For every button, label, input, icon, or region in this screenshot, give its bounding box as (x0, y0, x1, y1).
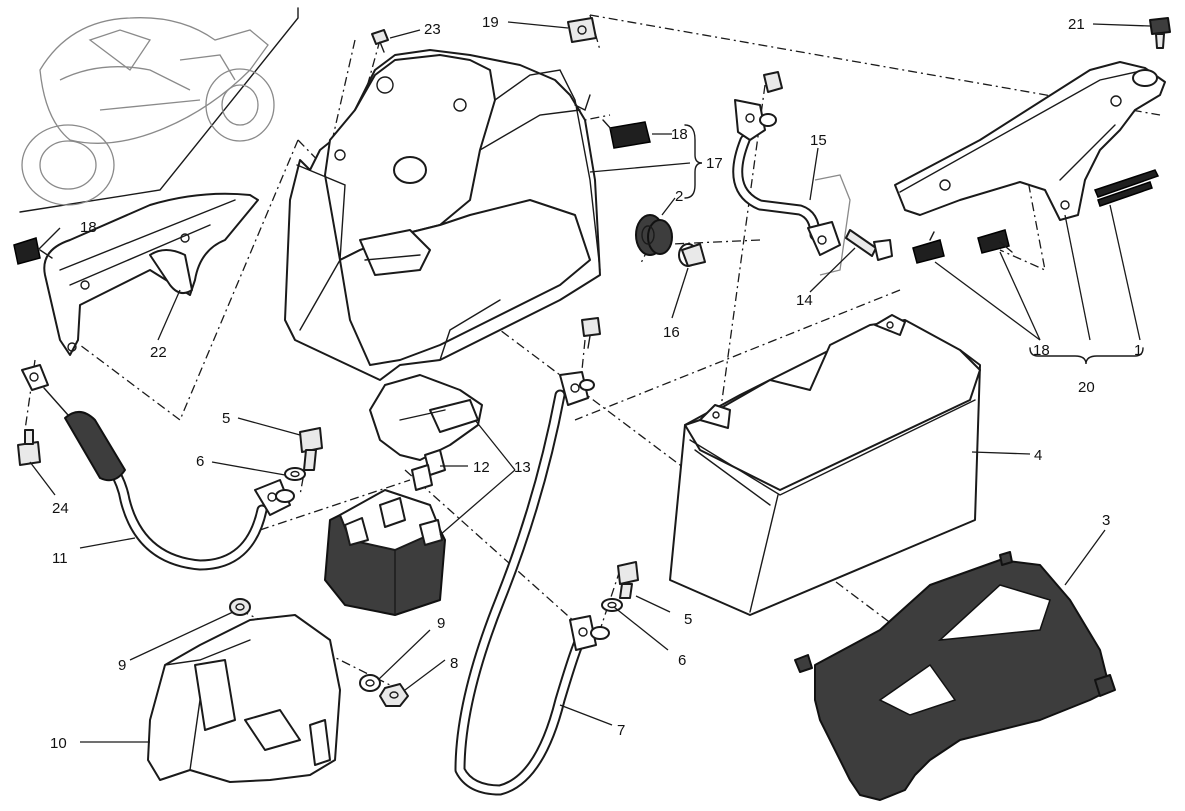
callout-13: 13 (514, 459, 531, 476)
grommet-part-9-left (229, 598, 251, 616)
callout-19: 19 (482, 14, 499, 31)
callout-8: 8 (450, 655, 458, 672)
bracket-part-22 (43, 192, 259, 356)
bolt-part-5-left (299, 427, 323, 471)
screw-part-21 (1149, 17, 1171, 49)
callout-4: 4 (1034, 447, 1042, 464)
starter-relay (324, 489, 446, 616)
screw-top-cable-7 (579, 317, 601, 391)
callout-11: 11 (52, 550, 68, 567)
leader-lines (29, 21, 1151, 743)
positive-cable-part-7 (454, 371, 597, 796)
screw-part-24 (17, 429, 41, 466)
washer-part-6-right (590, 598, 623, 640)
callout-18-right: 18 (1033, 342, 1050, 359)
fuse-part-12 (411, 449, 446, 491)
callout-20: 20 (1078, 379, 1095, 396)
callout-6-left: 6 (196, 453, 204, 470)
screw-top-of-cable (759, 71, 783, 127)
nut-part-8 (379, 683, 409, 707)
battery-tray-part-17 (284, 49, 601, 381)
rubber-pad-part-18-left (13, 237, 53, 265)
callout-6-right: 6 (678, 652, 686, 669)
callout-7: 7 (617, 722, 625, 739)
callout-22: 22 (150, 344, 167, 361)
clip-nut-part-19 (567, 17, 597, 43)
hold-down-bracket-part-20 (894, 61, 1166, 221)
solenoid-cover-part-13 (369, 374, 483, 461)
bolt-part-5-right (617, 561, 639, 599)
callout-12: 12 (473, 459, 490, 476)
battery-part-4 (669, 314, 981, 616)
screw-part-23 (371, 29, 389, 53)
callout-labels: 23 19 18 17 2 15 16 14 21 18 1 20 4 3 18… (50, 14, 1142, 752)
battery-support-part-3 (794, 551, 1116, 801)
callout-9-left: 9 (118, 657, 126, 674)
callout-18-left: 18 (80, 219, 97, 236)
relay-holder-part-10 (147, 614, 341, 783)
bolt-part-14 (845, 229, 893, 261)
callout-5-left: 5 (222, 410, 230, 427)
motorcycle-thumbnail (19, 7, 299, 213)
callout-2: 2 (675, 188, 683, 205)
callout-5-right: 5 (684, 611, 692, 628)
callout-3: 3 (1102, 512, 1110, 529)
callout-1: 1 (1134, 342, 1142, 359)
starter-cable-part-11 (21, 364, 291, 571)
callout-10: 10 (50, 735, 67, 752)
rubber-strip-part-1 (1093, 169, 1160, 207)
callout-23: 23 (424, 21, 441, 38)
rubber-pad-part-18-top (602, 119, 651, 149)
callout-24: 24 (52, 500, 69, 517)
ground-cable-part-15 (732, 99, 851, 276)
grommet-part-2 (635, 214, 673, 256)
callout-18-top: 18 (671, 126, 688, 143)
callout-16: 16 (663, 324, 680, 341)
callout-17: 17 (706, 155, 723, 172)
grommet-part-9-right (359, 674, 381, 692)
callout-9-right: 9 (437, 615, 445, 632)
rubber-pads-part-18-right (912, 229, 1013, 264)
bushing-part-16 (678, 243, 706, 267)
callout-15: 15 (810, 132, 827, 149)
callout-21: 21 (1068, 16, 1085, 33)
washer-part-6-left (275, 467, 306, 503)
callout-14: 14 (796, 292, 813, 309)
